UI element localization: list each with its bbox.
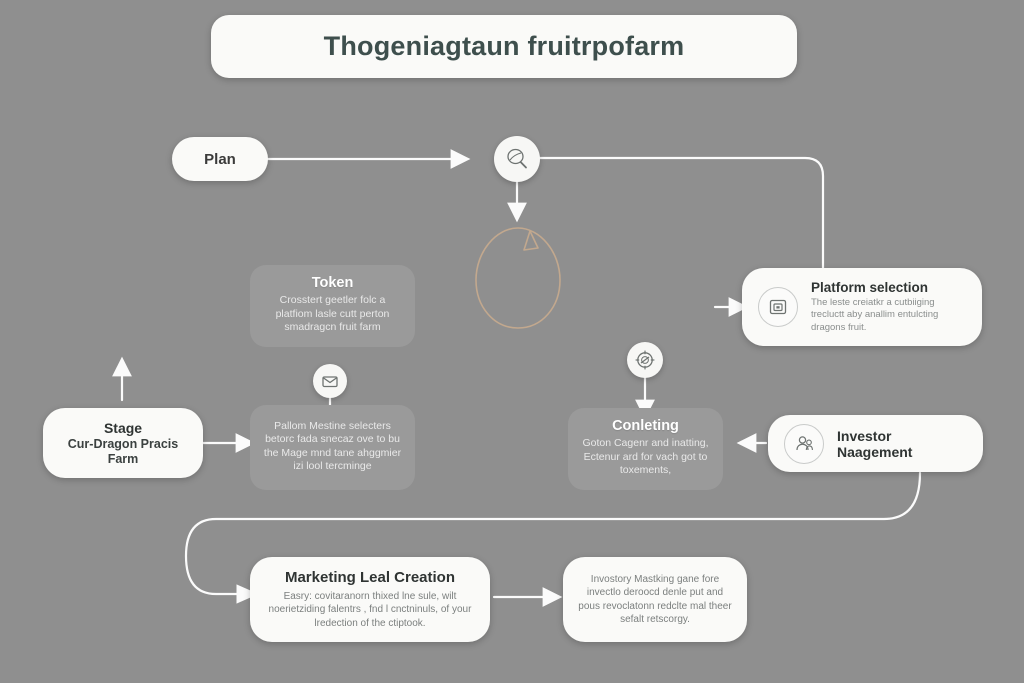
node-stage[interactable]: Stage Cur-Dragon Pracis Farm: [43, 408, 203, 478]
target-compass-icon-glyph: [635, 350, 655, 370]
envelope-icon-glyph: [322, 376, 338, 388]
node-marketing-lead-creation-body: Easry: covitaranorn thixed lne sule, wil…: [268, 590, 472, 629]
node-stage-heading: Stage: [103, 419, 143, 436]
node-marketing-lead-creation-heading: Marketing Leal Creation: [284, 568, 456, 586]
node-platform-mestine-body: Pallom Mestine selecters betorc fada sne…: [263, 419, 402, 473]
node-token-body: Crosstert geetler folc a platfiom lasle …: [275, 294, 390, 334]
investor-person-icon-glyph: [795, 436, 813, 451]
target-compass-icon[interactable]: [627, 342, 663, 378]
node-investor-management-heading: Investor Naagement: [837, 427, 913, 460]
node-plan[interactable]: Plan: [172, 137, 268, 181]
node-conleting[interactable]: Conleting Goton Cagenr and inatting, Ect…: [568, 408, 723, 490]
investor-person-icon: [784, 423, 824, 464]
node-conleting-heading: Conleting: [612, 418, 679, 435]
node-marketing-lead-creation[interactable]: Marketing Leal Creation Easry: covitaran…: [250, 557, 490, 642]
dragon-fruit-outline-icon: [475, 227, 561, 329]
platform-box-icon-glyph: [769, 299, 787, 315]
node-plan-label: Plan: [204, 150, 236, 168]
node-inventory-masking-body: Invostory Mastking gane fore invectlo de…: [578, 573, 732, 626]
node-platform-selection-text: Platform selection The leste creiatkr a …: [811, 280, 966, 335]
node-platform-selection[interactable]: Platform selection The leste creiatkr a …: [742, 268, 982, 346]
node-token[interactable]: Token Crosstert geetler folc a platfiom …: [250, 265, 415, 347]
node-inventory-masking[interactable]: Invostory Mastking gane fore invectlo de…: [563, 557, 747, 642]
node-stage-body: Cur-Dragon Pracis Farm: [67, 436, 179, 466]
node-investor-management[interactable]: Investor Naagement: [768, 415, 983, 472]
node-conleting-body: Goton Cagenr and inatting, Ectenur ard f…: [582, 437, 709, 477]
page-title: Thogeniagtaun fruitrpofarm: [323, 31, 685, 61]
node-platform-selection-heading: Platform selection: [811, 279, 929, 295]
diagram-title-bar: Thogeniagtaun fruitrpofarm: [211, 15, 797, 78]
platform-box-icon: [758, 287, 798, 327]
magnifier-leaf-icon[interactable]: [494, 136, 540, 182]
envelope-icon[interactable]: [313, 364, 347, 398]
node-token-heading: Token: [311, 275, 354, 292]
node-platform-selection-body: The leste creiatkr a cutbiiging trecluct…: [811, 296, 939, 333]
node-platform-mestine[interactable]: Pallom Mestine selecters betorc fada sne…: [250, 405, 415, 490]
magnifier-leaf-icon-glyph: [507, 148, 527, 169]
